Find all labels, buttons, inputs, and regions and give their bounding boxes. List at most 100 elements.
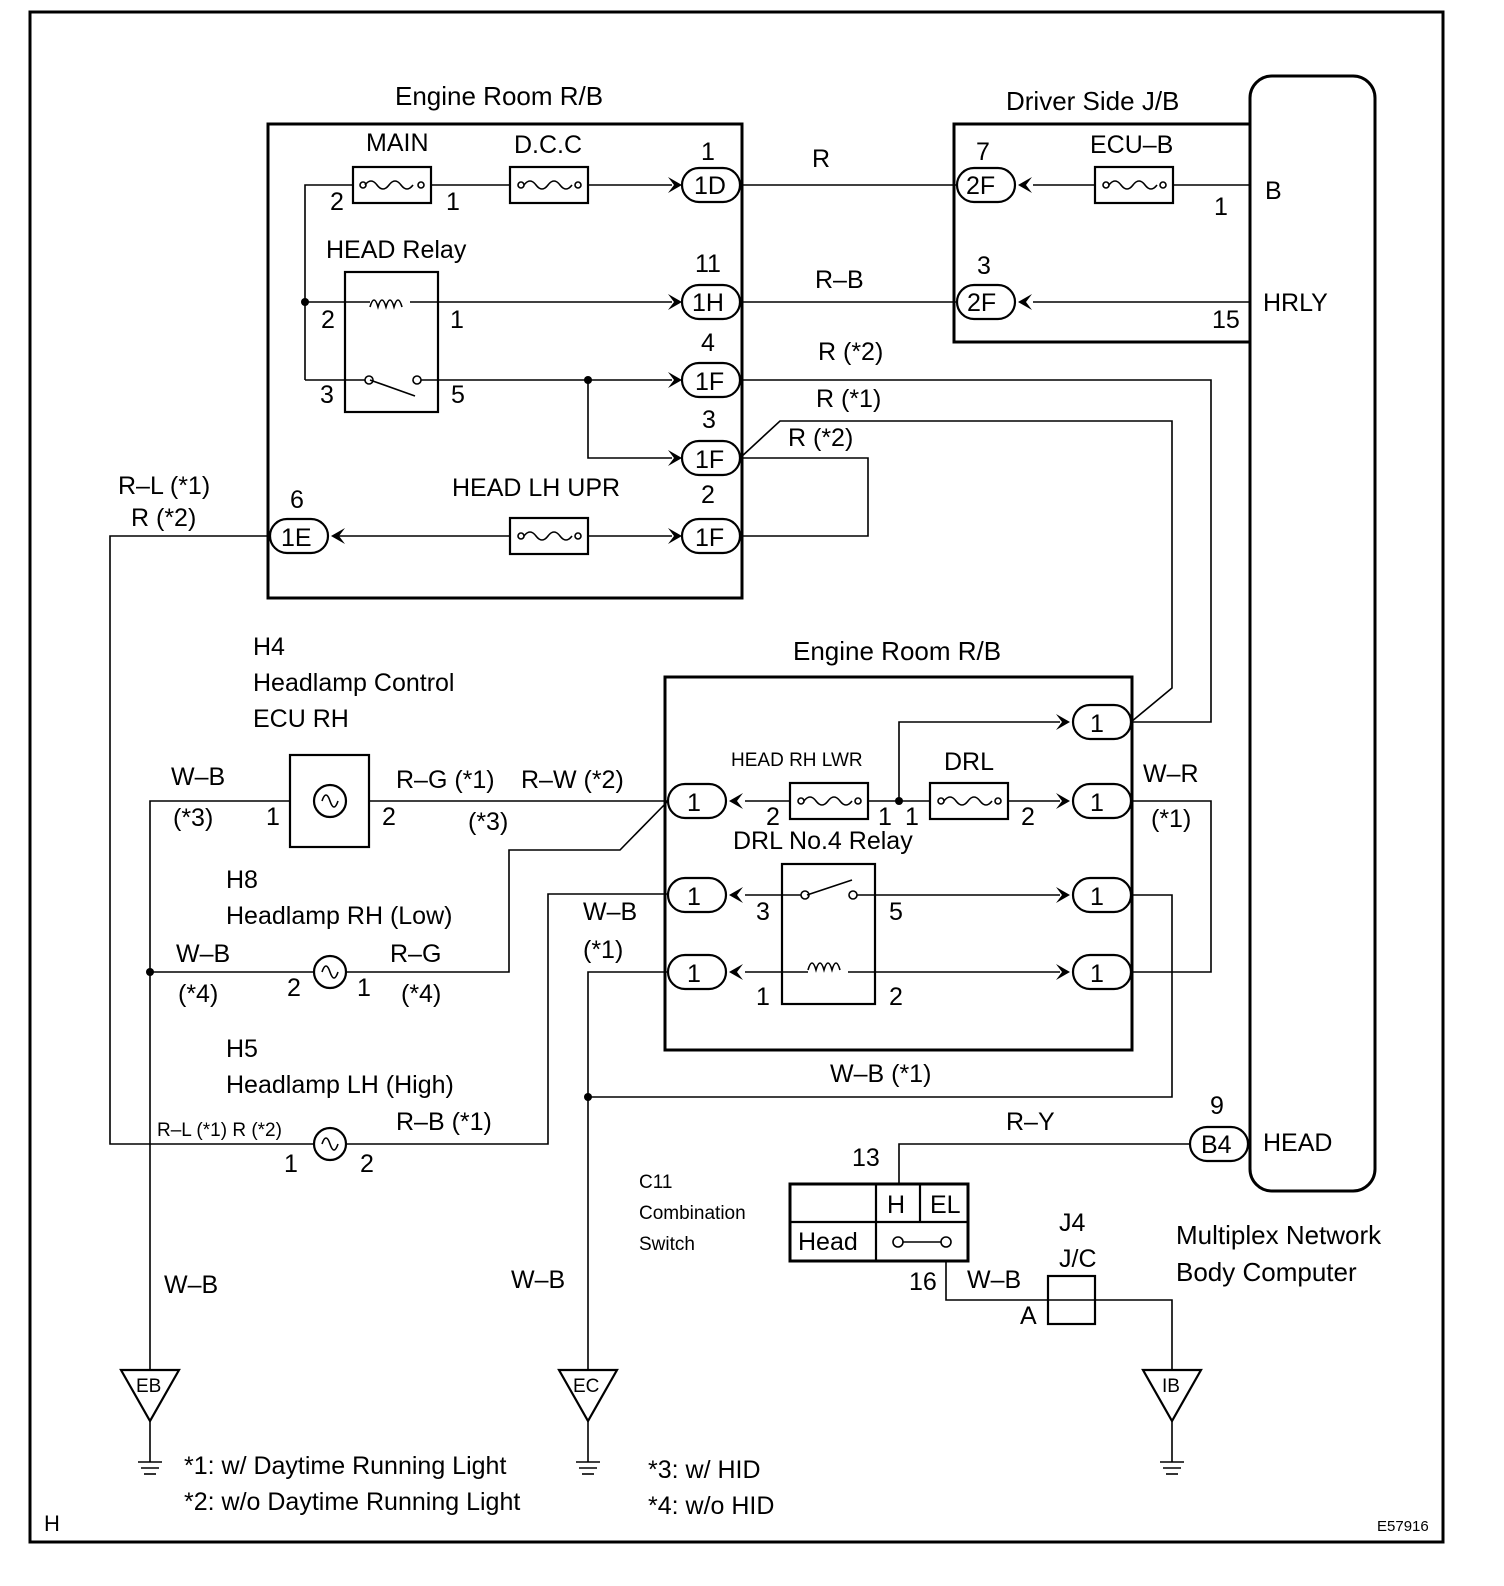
pin-label: 15 [1212, 306, 1240, 334]
connector-1f-pin3: 1F 3 [668, 406, 742, 477]
engine-room-rb-top: Engine Room R/B MAIN 2 1 D.C.C HEAD Rela… [266, 81, 744, 600]
pin-label: 6 [290, 486, 304, 514]
ground-ec: EC [557, 1368, 619, 1475]
note-1: *1: w/ Daytime Running Light [184, 1452, 506, 1480]
wire-label: R–W (*2) [521, 766, 624, 794]
pin-label: 2 [889, 983, 903, 1011]
component-name: Switch [639, 1234, 695, 1255]
connector-label: 1 [1090, 789, 1104, 817]
head-relay-label: HEAD Relay [326, 236, 467, 264]
connector-1e: 1E 6 [268, 486, 345, 555]
wire-label: R–B [815, 266, 864, 294]
pin-label: 1 [1214, 193, 1228, 221]
connector-label: 2F [966, 172, 995, 200]
wire-label: W–B [171, 763, 225, 791]
footer-code: E57916 [1377, 1518, 1429, 1535]
connector-label: 1H [692, 289, 724, 317]
main-fuse [351, 165, 433, 205]
wire-label: W–B [967, 1266, 1021, 1294]
connector-1h: 1H 11 [668, 250, 742, 321]
component-code: H4 [253, 633, 285, 661]
page-frame [28, 10, 1445, 1544]
pin-label: 2 [287, 974, 301, 1002]
driver-side-jb: Driver Side J/B ECU–B 1 15 2F 7 2F 3 [952, 86, 1252, 344]
terminal-hrly: HRLY [1263, 289, 1328, 317]
component-name: ECU RH [253, 705, 349, 733]
connector-label: 1 [687, 883, 701, 911]
switch-position: EL [930, 1191, 961, 1219]
footer-left: H [44, 1511, 60, 1536]
terminal-head: HEAD [1263, 1129, 1332, 1157]
pin-label: 2 [382, 803, 396, 831]
component-name: Headlamp RH (Low) [226, 902, 452, 930]
switch-position: H [887, 1191, 905, 1219]
ground-label: EC [573, 1376, 599, 1397]
pin-label: 1 [701, 138, 715, 166]
component-name: Headlamp LH (High) [226, 1071, 454, 1099]
ecu-b-label: ECU–B [1090, 131, 1173, 159]
pin-label: 3 [756, 898, 770, 926]
connector-label: B4 [1201, 1131, 1232, 1159]
pin-label: 3 [320, 381, 334, 409]
multiplex-network-body-computer: B HRLY HEAD Multiplex Network Body Compu… [1176, 74, 1382, 1287]
connector-label: 1 [1090, 710, 1104, 738]
head-lh-upr-label: HEAD LH UPR [452, 474, 620, 502]
pin-label: 1 [266, 803, 280, 831]
wire-label: (*1) [583, 936, 623, 964]
wire-label: W–B [511, 1266, 565, 1294]
wire-label: R (*2) [818, 338, 883, 366]
ground-eb: EB [119, 1368, 181, 1475]
ground-ib: IB [1141, 1368, 1203, 1475]
wire-label: R (*1) [816, 385, 881, 413]
component-name: J/C [1059, 1245, 1097, 1273]
h5-headlamp-lh-high: H5 Headlamp LH (High) 1 2 [226, 1035, 454, 1178]
connector-1f-pin2: 1F 2 [668, 481, 742, 555]
connector-r-3: 1 [1056, 876, 1133, 914]
engine-room-rb-bottom: Engine Room R/B HEAD RH LWR 2 1 DRL 1 2 … [663, 636, 1134, 1052]
connector-2f-pin7: 2F 7 [955, 138, 1032, 204]
pin-label: 1 [357, 974, 371, 1002]
wire-label: R–G [390, 940, 441, 968]
connector-r-4: 1 [1056, 953, 1133, 991]
pin-label: 2 [321, 306, 335, 334]
pin-label: 2 [1021, 803, 1035, 831]
switch-row-label: Head [798, 1228, 858, 1256]
er-rb-bottom-title: Engine Room R/B [793, 636, 1001, 666]
connector-label: 1F [695, 446, 724, 474]
pin-label: 9 [1210, 1092, 1224, 1120]
pin-label: 1 [878, 803, 892, 831]
wire-label: (*3) [173, 804, 213, 832]
wire-label: W–B (*1) [830, 1060, 931, 1088]
wire-label: W–B [164, 1271, 218, 1299]
connector-l-3: 1 [666, 953, 743, 991]
pin-label: 4 [701, 329, 715, 357]
mnbc-label-2: Body Computer [1176, 1257, 1357, 1287]
wire-label: (*4) [401, 980, 441, 1008]
drl-no4-relay [780, 862, 877, 1006]
drl-fuse-label: DRL [944, 748, 994, 776]
connector-l-1: 1 [666, 782, 743, 820]
wire-label: R–L (*1) R (*2) [157, 1120, 282, 1141]
pin-label: 13 [852, 1144, 880, 1172]
connector-label: 1 [687, 960, 701, 988]
pin-label: 3 [977, 252, 991, 280]
wire-label: (*3) [468, 808, 508, 836]
wire-label: W–B [583, 898, 637, 926]
wire-label: R (*2) [788, 424, 853, 452]
wire-label: R (*2) [131, 504, 196, 532]
pin-label: 1 [905, 803, 919, 831]
wire-label: R–L (*1) [118, 472, 210, 500]
connector-1d: 1D 1 [668, 138, 742, 204]
pin-label: A [1020, 1302, 1037, 1330]
terminal-b: B [1265, 177, 1282, 205]
pin-label: 7 [976, 138, 990, 166]
connector-label: 2F [967, 289, 996, 317]
wire-label: (*4) [178, 980, 218, 1008]
note-3: *3: w/ HID [648, 1456, 761, 1484]
connector-1f-pin4: 1F 4 [668, 329, 742, 399]
pin-label: 1 [450, 306, 464, 334]
pin-label: 2 [701, 481, 715, 509]
ground-label: EB [136, 1376, 161, 1397]
note-4: *4: w/o HID [648, 1492, 774, 1520]
